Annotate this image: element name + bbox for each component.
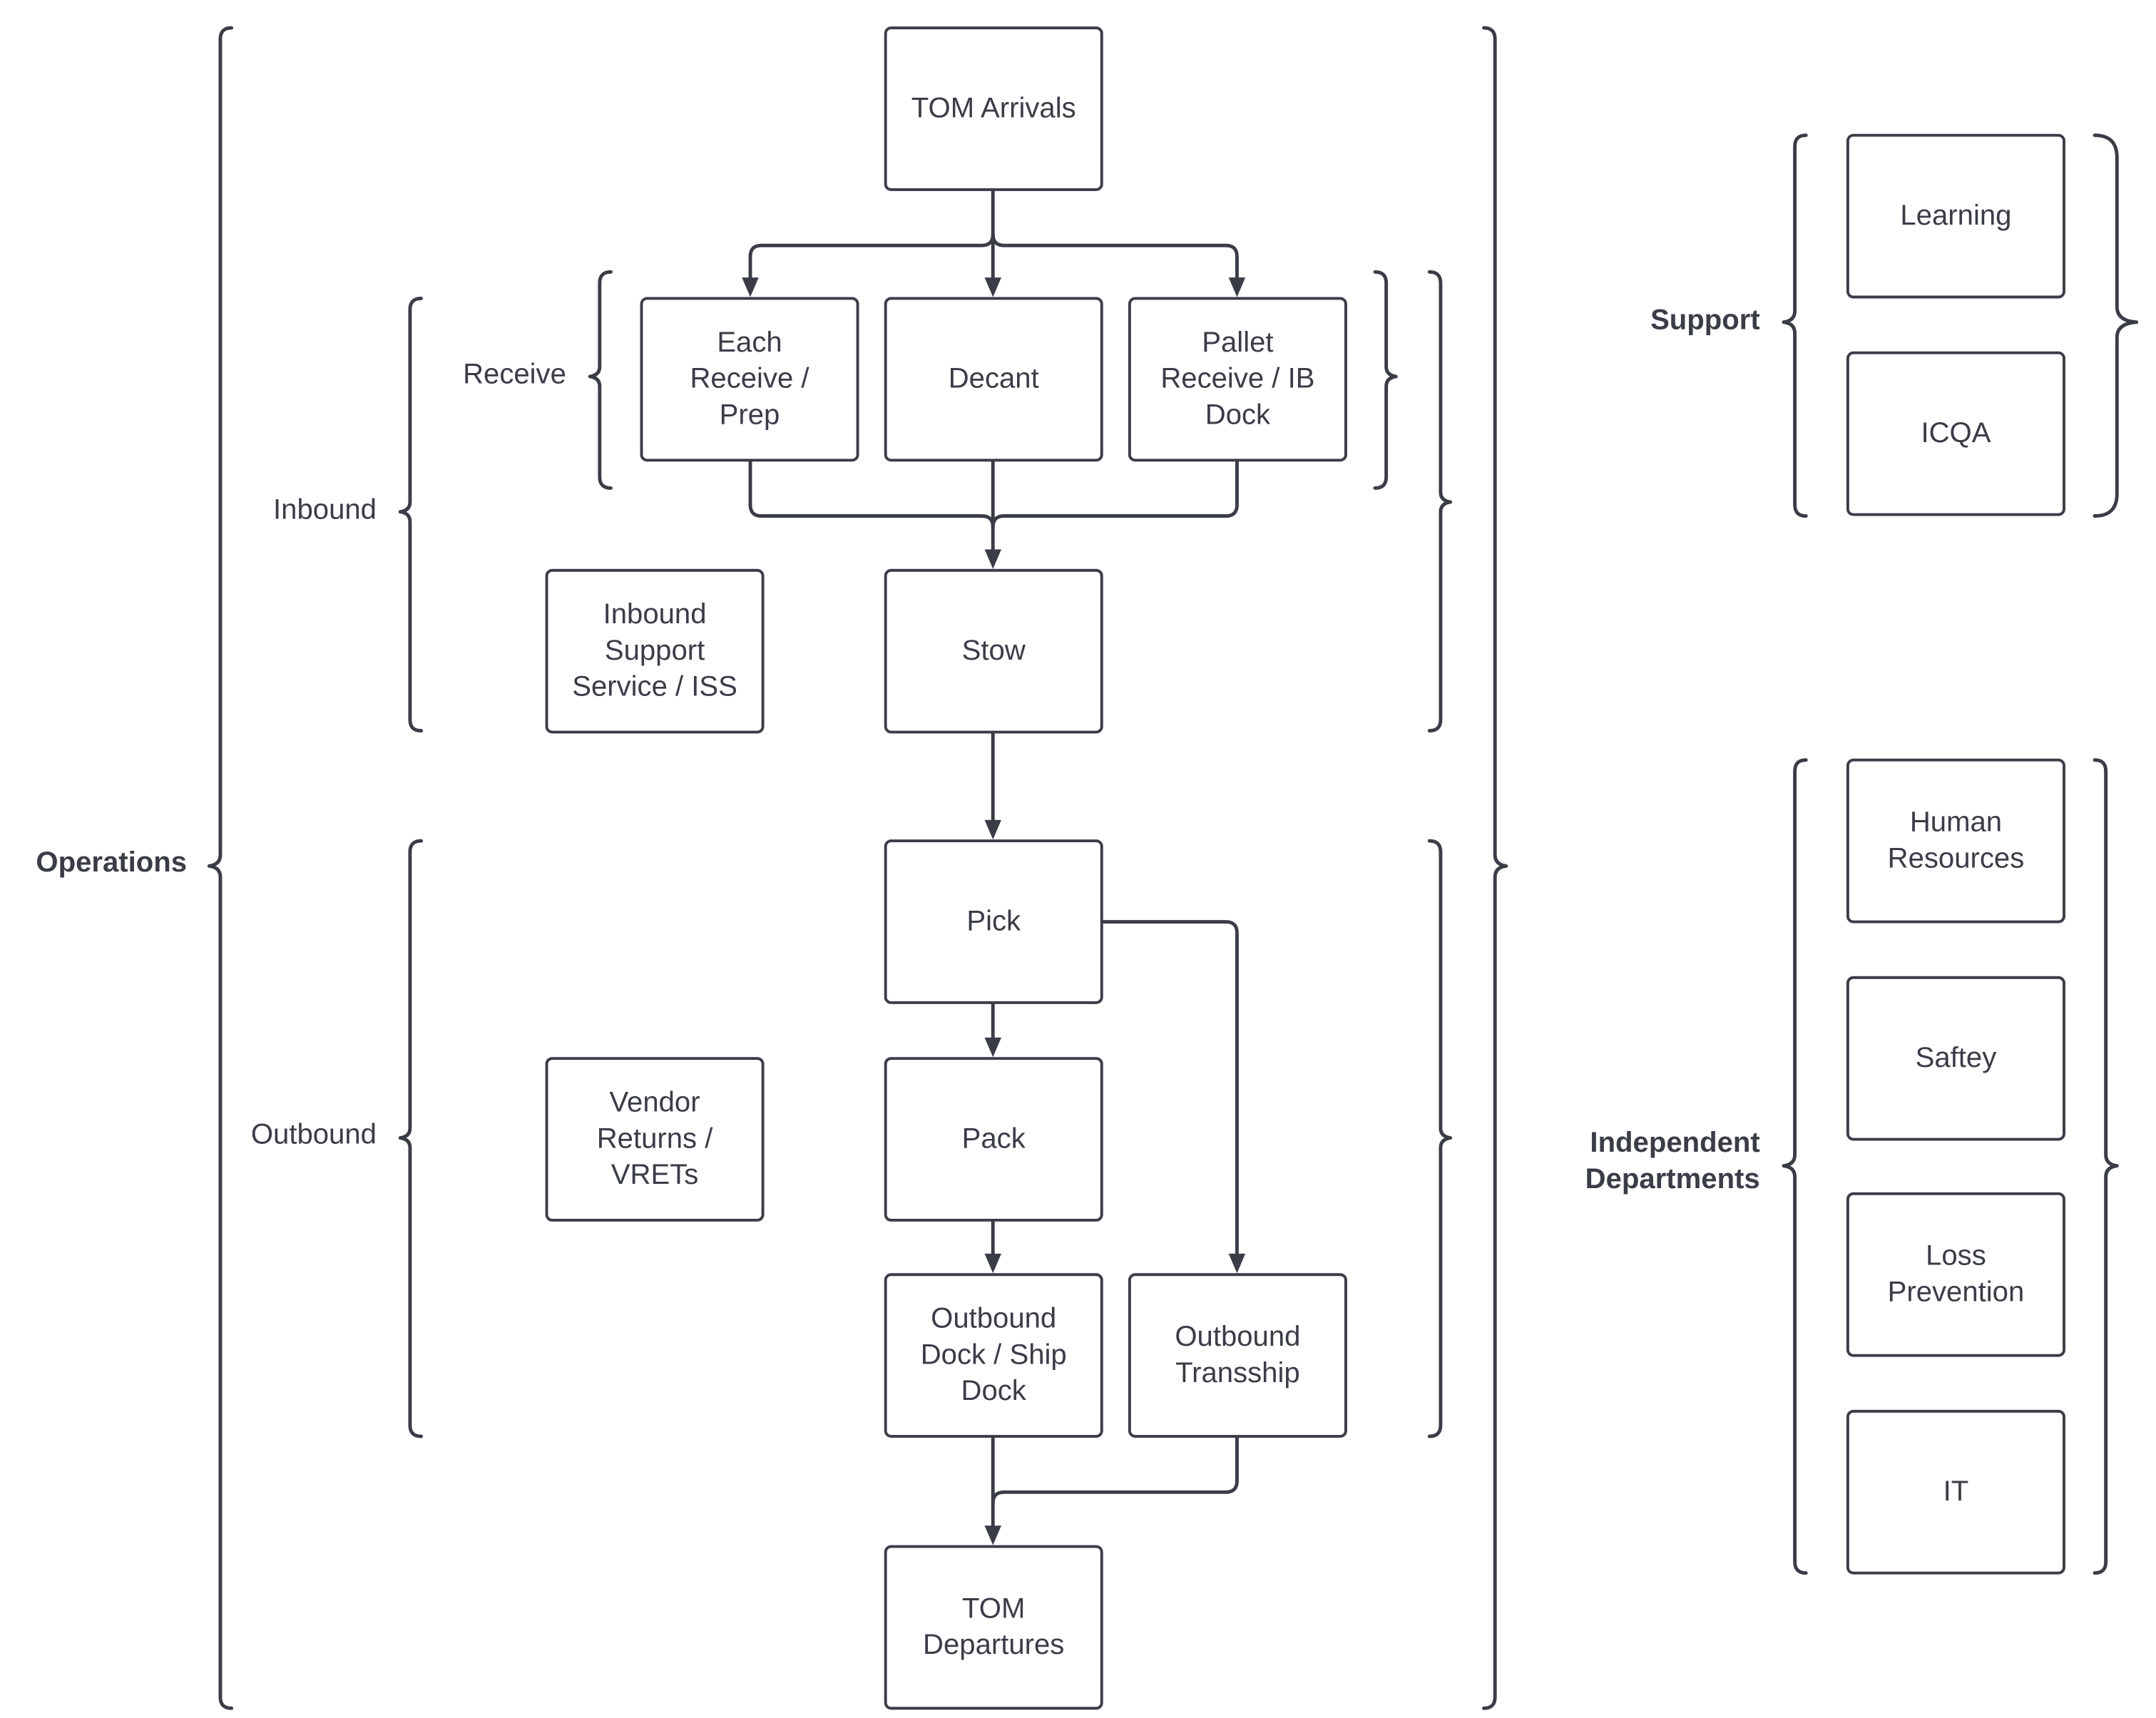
connector-transship-to-departures — [991, 1434, 1239, 1505]
independent-departments-label: Independent Departments — [1585, 1126, 1760, 1195]
arrowhead-pallet-receive — [1228, 277, 1246, 297]
outbound-transship-node: Outbound Transship — [1128, 1273, 1347, 1438]
arrowhead-outbound-dock — [984, 1253, 1001, 1274]
connector-arrivals-to-pallet-receive — [991, 232, 1239, 284]
receive-brace — [588, 270, 613, 490]
independent-departments-right-brace — [2093, 758, 2119, 1575]
arrowhead-pick — [984, 819, 1001, 840]
arrowhead-decant — [984, 277, 1001, 297]
tom-arrivals-node: TOM Arrivals — [884, 26, 1103, 191]
receive-right-brace — [1373, 270, 1398, 490]
inbound-brace — [398, 297, 423, 733]
arrowhead-pack — [984, 1037, 1001, 1058]
stow-node: Stow — [884, 568, 1103, 734]
outbound-dock-node: Outbound Dock / Ship Dock — [884, 1273, 1103, 1438]
operations-label: Operations — [36, 846, 188, 879]
saftey-node: Saftey — [1846, 976, 2065, 1141]
inbound-label: Inbound — [273, 494, 377, 526]
pack-node: Pack — [884, 1057, 1103, 1222]
learning-node: Learning — [1846, 133, 2065, 299]
connector-pick-to-transship — [1100, 920, 1239, 1260]
support-brace — [1782, 133, 1808, 518]
icqa-node: ICQA — [1846, 351, 2065, 516]
outbound-label: Outbound — [250, 1118, 377, 1151]
arrowhead-stow — [984, 549, 1001, 569]
each-receive-node: Each Receive / Prep — [640, 297, 859, 462]
outbound-brace — [398, 839, 423, 1438]
pick-node: Pick — [884, 839, 1103, 1004]
support-label: Support — [1650, 304, 1760, 337]
support-right-brace — [2093, 133, 2139, 518]
operations-brace — [207, 26, 234, 1710]
receive-label: Receive — [463, 358, 566, 391]
connector-each-receive-to-stow — [748, 458, 995, 529]
connector-pallet-receive-to-stow — [991, 458, 1239, 529]
loss-prevention-node: Loss Prevention — [1846, 1192, 2065, 1357]
tom-departures-node: TOM Departures — [884, 1545, 1103, 1710]
inbound-right-brace — [1427, 270, 1453, 733]
outbound-right-brace — [1427, 839, 1453, 1438]
arrowhead-each-receive — [742, 277, 759, 297]
arrowhead-transship — [1228, 1253, 1246, 1274]
inbound-support-node: Inbound Support Service / ISS — [545, 568, 765, 734]
vendor-returns-node: Vendor Returns / VRETs — [545, 1057, 765, 1222]
operations-right-brace — [1482, 26, 1508, 1710]
human-resources-node: Human Resources — [1846, 758, 2065, 924]
arrowhead-departures — [984, 1525, 1001, 1545]
it-node: IT — [1846, 1409, 2065, 1575]
independent-departments-brace — [1782, 758, 1808, 1575]
decant-node: Decant — [884, 297, 1103, 462]
connector-arrivals-to-each-receive — [748, 232, 995, 284]
pallet-receive-node: Pallet Receive / IB Dock — [1128, 297, 1347, 462]
